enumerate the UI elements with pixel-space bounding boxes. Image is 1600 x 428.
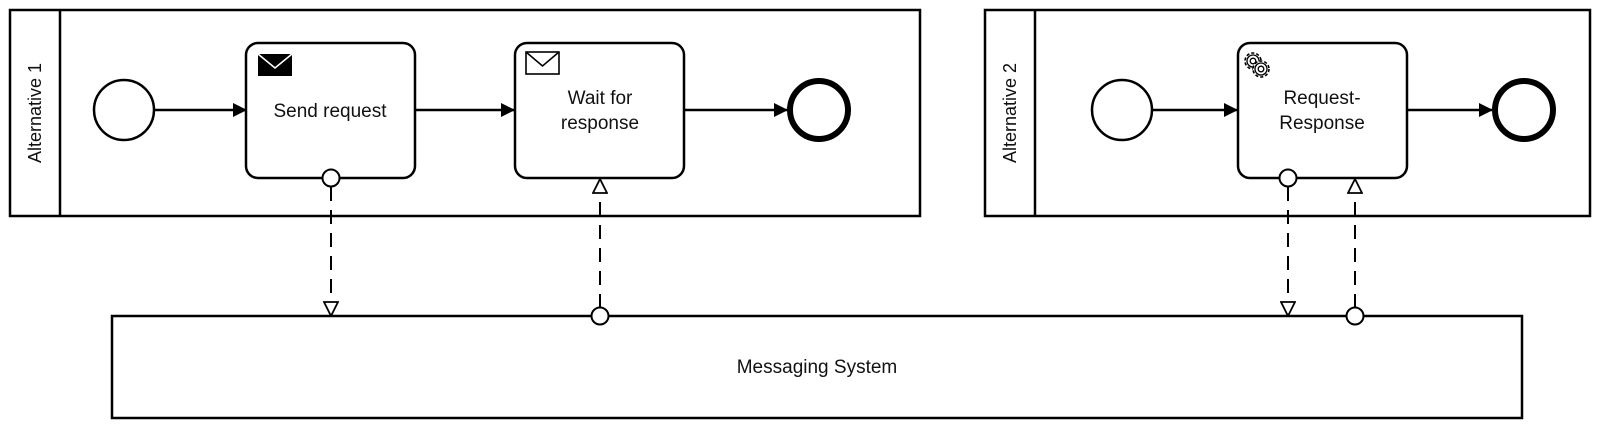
task-label-reqresp-line-2: Response — [1279, 113, 1365, 134]
pool-label-messaging-system: Messaging System — [737, 357, 898, 378]
message-flows — [321, 168, 1365, 326]
message-flow-messaging-to-wait[interactable] — [590, 179, 610, 326]
start-event-alternative-2[interactable] — [1090, 78, 1154, 142]
task-label-wait-line-2: response — [561, 113, 639, 134]
message-flow-reqresp-to-messaging[interactable] — [1278, 168, 1298, 317]
message-flow-messaging-to-reqresp[interactable] — [1345, 179, 1365, 326]
task-request-response[interactable]: Request- Response — [1236, 41, 1409, 180]
receive-envelope-icon — [525, 51, 560, 75]
service-gear-icon — [1244, 52, 1270, 78]
end-event-alternative-1[interactable] — [787, 78, 851, 142]
task-label-send-request: Send request — [273, 101, 387, 122]
task-label-wait-line-1: Wait for — [568, 88, 633, 109]
pool-label-alternative-2: Alternative 2 — [1000, 63, 1020, 163]
pool-alternative-1[interactable]: Alternative 1 — [8, 8, 922, 218]
task-label-reqresp-line-1: Request- — [1283, 88, 1360, 109]
end-event-alternative-2[interactable] — [1492, 78, 1556, 142]
pool-label-alternative-1: Alternative 1 — [25, 63, 45, 163]
send-envelope-icon — [257, 53, 293, 76]
task-wait-for-response[interactable]: Wait for response — [513, 41, 686, 180]
pool-messaging-system[interactable]: Messaging System — [110, 314, 1524, 420]
message-flow-send-to-messaging[interactable] — [321, 168, 341, 317]
start-event-alternative-1[interactable] — [92, 78, 156, 142]
task-send-request[interactable]: Send request — [244, 41, 417, 180]
